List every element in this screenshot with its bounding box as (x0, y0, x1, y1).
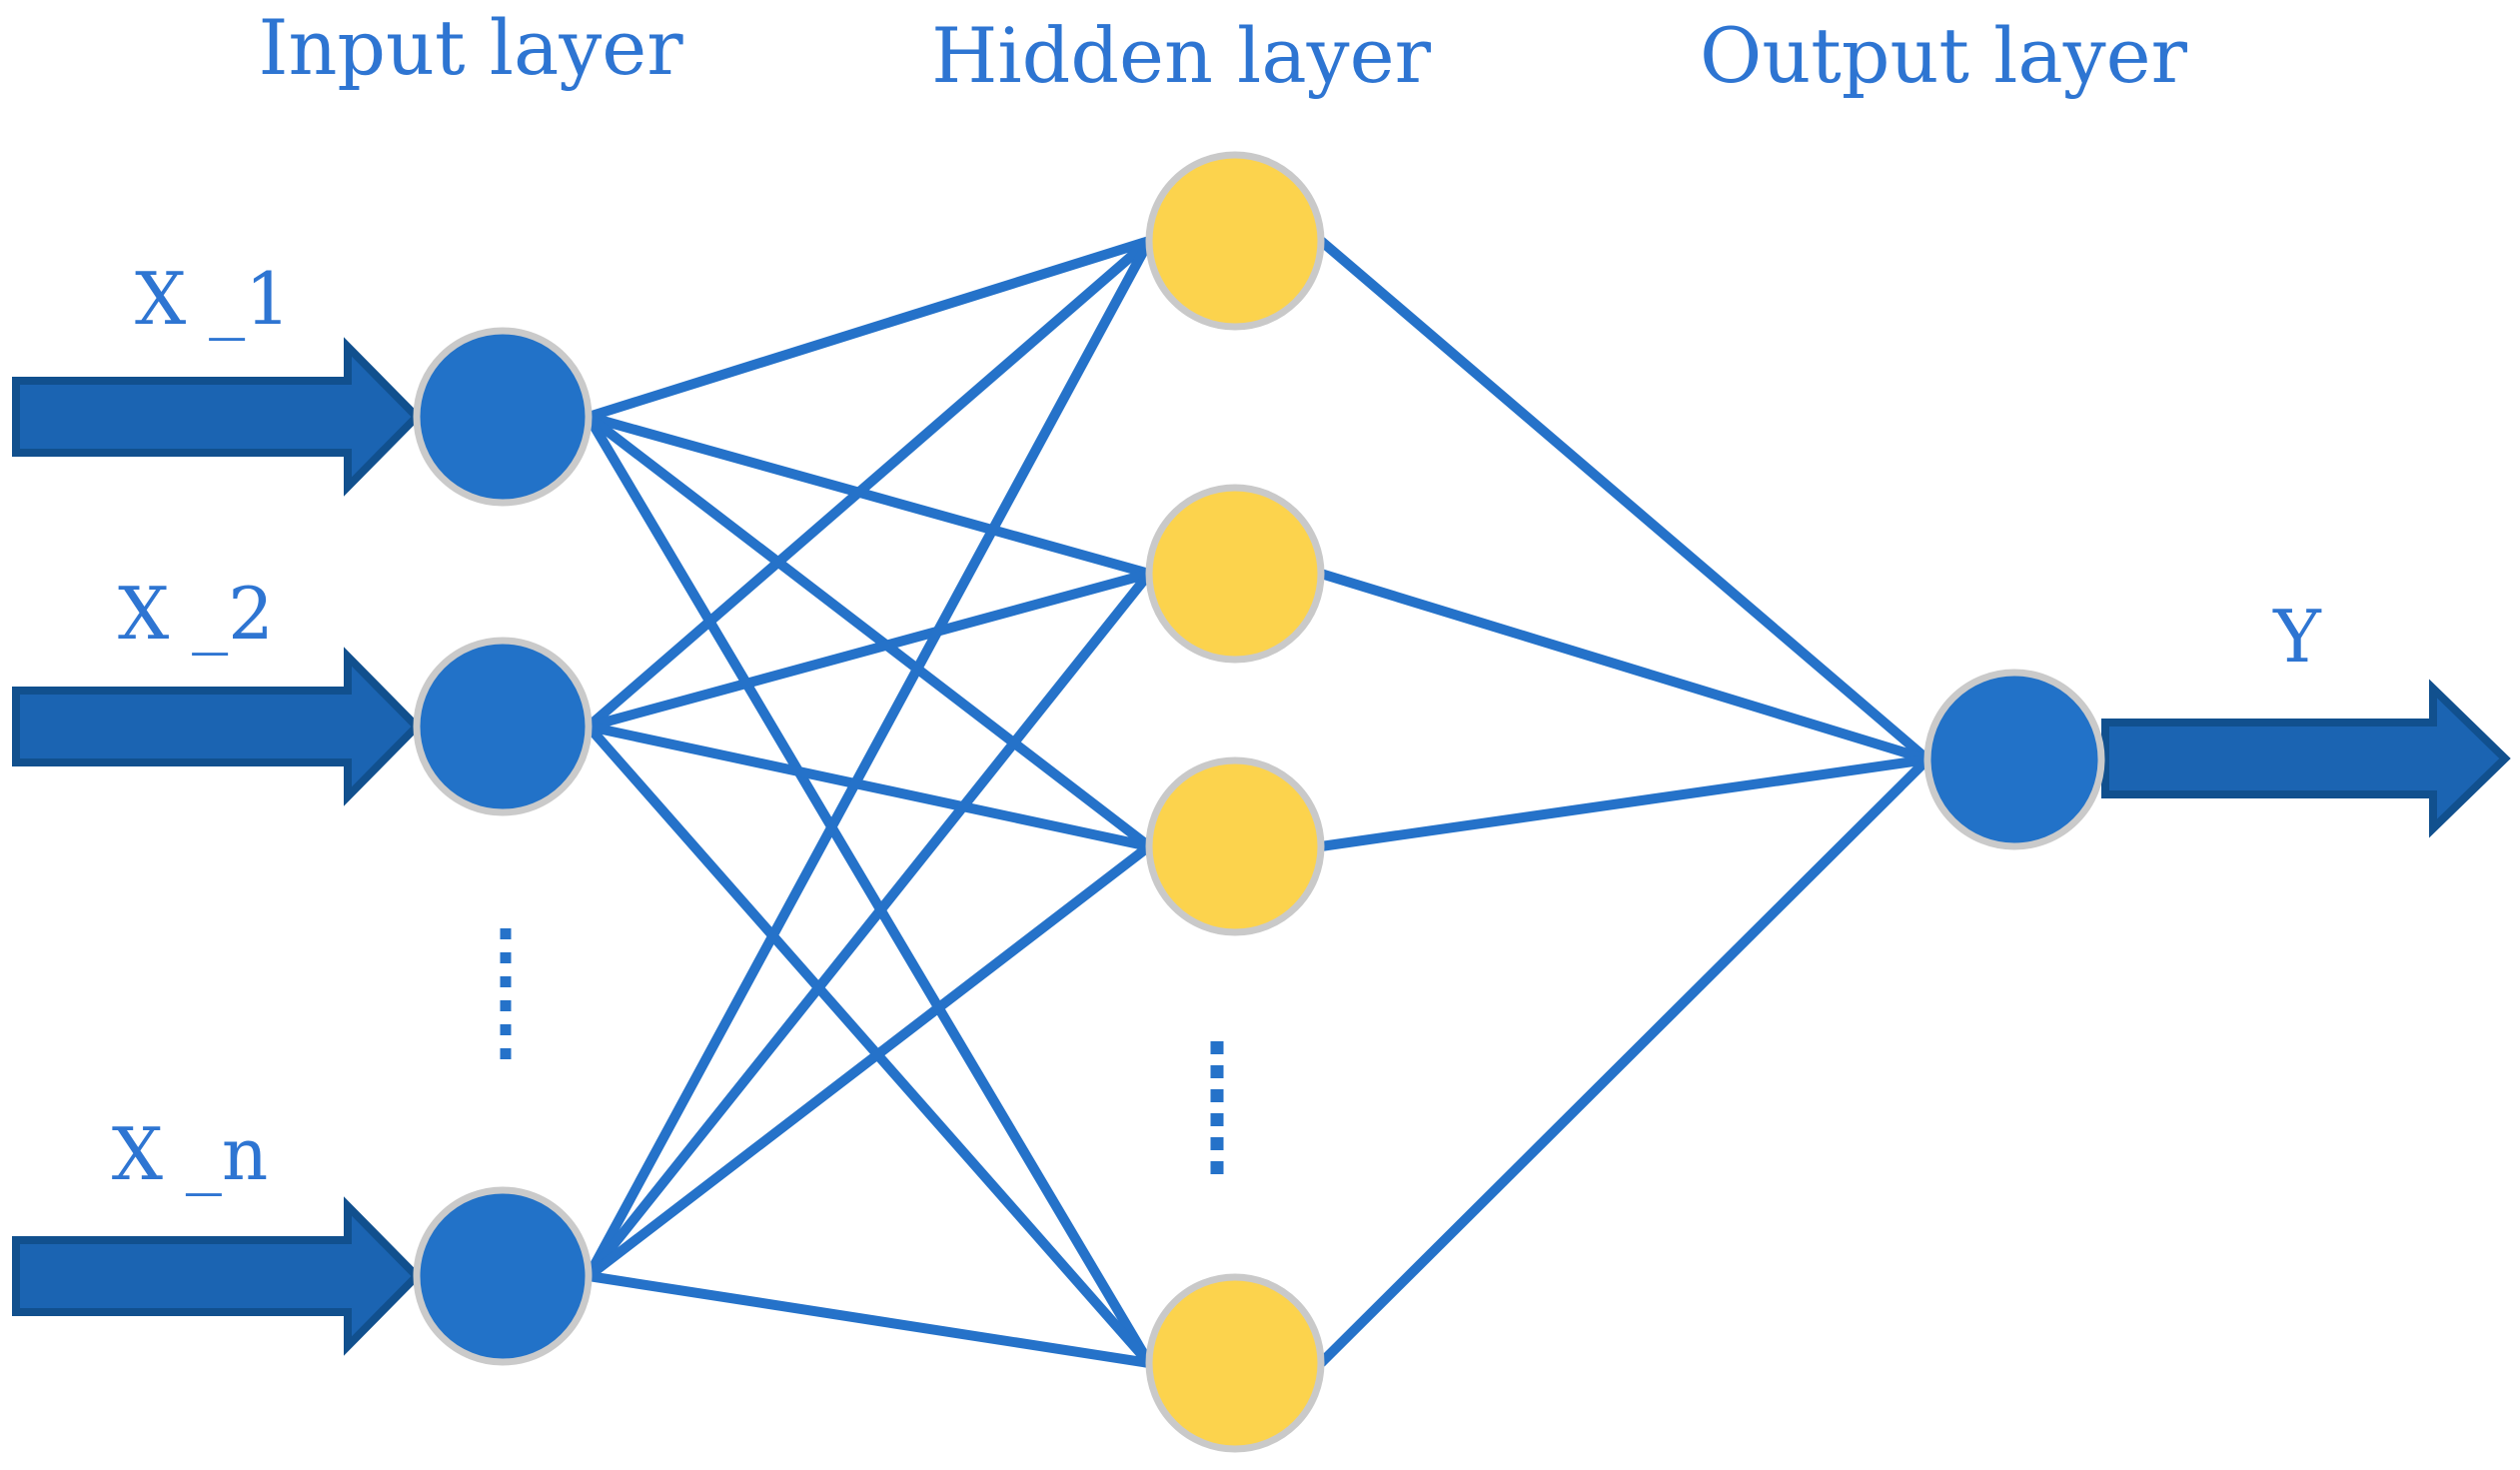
connection-hidden3-output (1320, 754, 1928, 851)
connection-input3-hidden3 (585, 842, 1153, 1280)
connection-hidden2-output (1319, 569, 1929, 764)
output-node (1923, 669, 2105, 850)
input-node-1 (413, 327, 593, 507)
input-node-3 (413, 1186, 593, 1366)
connection-input2-hidden4 (585, 723, 1153, 1367)
connection-input1-hidden4 (584, 414, 1154, 1366)
output-layer-title: Output layer (1700, 11, 2187, 100)
connection-input3-hidden1 (584, 238, 1154, 1279)
input-node-2 (413, 637, 593, 816)
input-label-x1: X _1 (135, 257, 291, 341)
connection-input2-hidden3 (587, 722, 1151, 851)
hidden-node-4 (1145, 1273, 1325, 1453)
input-arrow-2 (12, 647, 423, 806)
connection-input3-hidden2 (585, 570, 1153, 1280)
connection-input1-hidden2 (587, 412, 1151, 579)
input-label-x2: X _2 (118, 572, 274, 656)
connection-input2-hidden1 (585, 237, 1153, 731)
connection-hidden1-output (1317, 237, 1931, 763)
hidden-layer-title: Hidden layer (931, 11, 1431, 100)
connection-input3-hidden4 (588, 1271, 1150, 1368)
input-layer-title: Input layer (258, 3, 683, 92)
connection-input2-hidden2 (587, 569, 1151, 732)
hidden-node-3 (1145, 756, 1325, 936)
output-arrow (2101, 679, 2511, 838)
input-arrow-3 (12, 1196, 423, 1356)
output-label-y: Y (2273, 595, 2321, 679)
input-label-xn: X _n (111, 1112, 269, 1196)
connection-input1-hidden3 (585, 413, 1153, 850)
hidden-node-2 (1145, 484, 1325, 664)
connection-input1-hidden1 (587, 236, 1151, 422)
hidden-node-1 (1145, 151, 1325, 331)
connection-hidden4-output (1317, 755, 1931, 1367)
input-arrow-1 (12, 337, 423, 497)
